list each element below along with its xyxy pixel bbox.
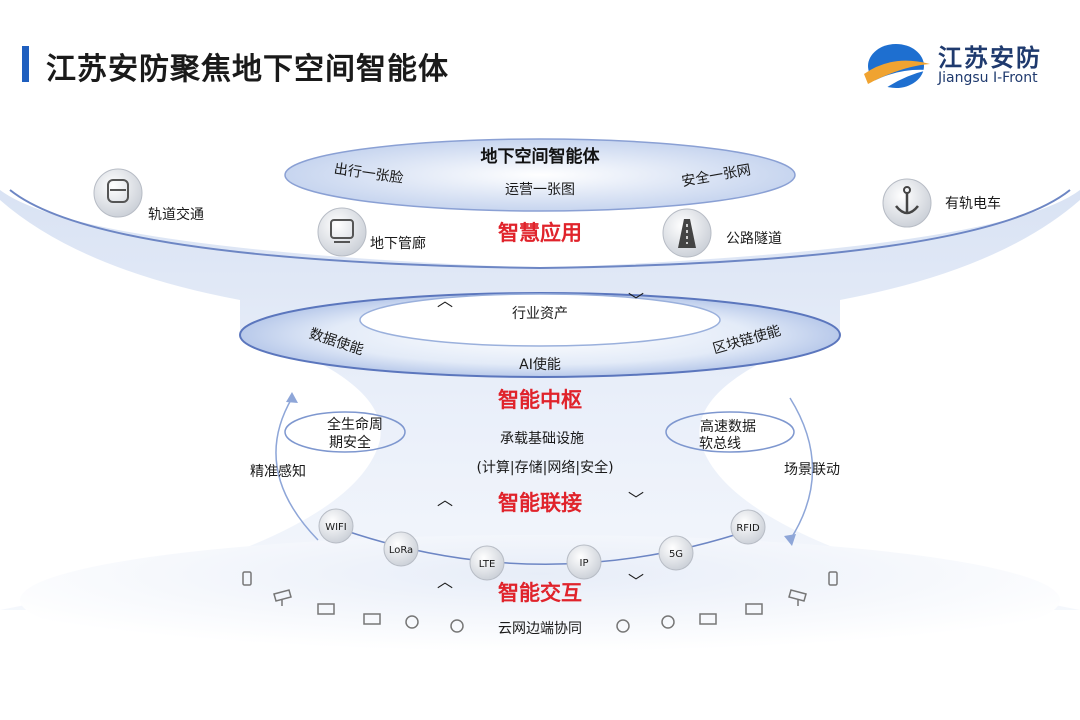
section-title-connect: 智能联接 bbox=[498, 491, 582, 515]
protocol-node-rfid[interactable]: RFID bbox=[730, 509, 766, 545]
bottom-caption: 云网边端协同 bbox=[498, 621, 582, 637]
section-title-interact: 智能交互 bbox=[498, 581, 582, 605]
left-outer-label: 精准感知 bbox=[250, 463, 306, 480]
middle-inner-disk bbox=[359, 293, 721, 347]
section-title-smart-app: 智慧应用 bbox=[498, 221, 582, 245]
device-row bbox=[242, 571, 838, 633]
monitor-icon bbox=[317, 603, 335, 615]
chevron-down-icon: ﹀ bbox=[628, 490, 644, 509]
left-ring bbox=[284, 411, 406, 453]
protocol-label: LoRa bbox=[389, 545, 413, 556]
protocol-label: IP bbox=[580, 558, 589, 569]
satellite-icon bbox=[405, 615, 419, 629]
sensor-icon bbox=[616, 619, 630, 633]
left-arc-arrow bbox=[286, 392, 298, 403]
satellite-icon bbox=[661, 615, 675, 629]
right-ring-line2: 软总线 bbox=[699, 436, 741, 452]
logo-text-en: Jiangsu I-Front bbox=[938, 70, 1038, 86]
middle-center-label: 行业资产 bbox=[512, 306, 568, 322]
right-outer-label: 场景联动 bbox=[784, 462, 840, 478]
protocol-node-wifi[interactable]: WIFI bbox=[318, 508, 354, 544]
logo-mark-icon bbox=[864, 44, 930, 92]
camera-icon bbox=[788, 589, 807, 606]
protocol-label: WIFI bbox=[325, 522, 347, 533]
chevron-up-icon: ︿ bbox=[437, 490, 453, 509]
protocol-node-ip[interactable]: IP bbox=[566, 544, 602, 580]
protocol-label: LTE bbox=[479, 559, 496, 570]
top-inner-disk bbox=[284, 138, 796, 212]
protocol-label: 5G bbox=[669, 549, 683, 560]
title-accent-bar bbox=[22, 46, 29, 82]
chevron-up-icon: ︿ bbox=[437, 572, 453, 591]
bottom-base bbox=[20, 535, 1060, 665]
app-label-tunnel: 公路隧道 bbox=[726, 231, 782, 247]
funnel-body bbox=[0, 190, 1080, 610]
phone-icon bbox=[828, 571, 838, 586]
left-ring-line2: 期安全 bbox=[329, 434, 371, 451]
tram-icon bbox=[317, 207, 367, 257]
sensor-icon bbox=[450, 619, 464, 633]
ring-label-center: 运营一张图 bbox=[505, 182, 575, 198]
right-arc bbox=[789, 397, 814, 541]
protocol-node-lte[interactable]: LTE bbox=[469, 545, 505, 581]
company-logo[interactable]: 江苏安防 Jiangsu I-Front bbox=[862, 36, 1062, 98]
infra-label-line2: (计算|存储|网络|安全) bbox=[476, 459, 613, 476]
app-label-pipe: 地下管廊 bbox=[370, 235, 426, 252]
right-ring-line1: 高速数据 bbox=[700, 418, 756, 435]
infra-label-line1: 承载基础设施 bbox=[500, 430, 584, 447]
protocol-node-5g[interactable]: 5G bbox=[658, 535, 694, 571]
right-ring bbox=[665, 411, 795, 453]
chevron-down-icon: ﹀ bbox=[628, 291, 644, 310]
router-icon bbox=[699, 613, 717, 625]
left-arc bbox=[275, 397, 319, 541]
router-icon bbox=[363, 613, 381, 625]
section-title-hub: 智能中枢 bbox=[498, 388, 582, 412]
app-label-tram: 有轨电车 bbox=[945, 195, 1001, 212]
app-item-metro[interactable]: 轨道交通 bbox=[93, 168, 204, 223]
chevron-up-icon: ︿ bbox=[437, 291, 453, 310]
top-layer-title: 地下空间智能体 bbox=[481, 146, 601, 167]
app-item-pipe[interactable]: 地下管廊 bbox=[317, 207, 426, 257]
phone-icon bbox=[242, 571, 252, 586]
top-layer-edge bbox=[9, 189, 1071, 270]
right-arc-arrow bbox=[784, 534, 796, 546]
camera-icon bbox=[273, 589, 292, 606]
logo-text-cn: 江苏安防 bbox=[938, 44, 1042, 72]
page-title: 江苏安防聚焦地下空间智能体 bbox=[46, 52, 449, 87]
app-item-tunnel[interactable]: 公路隧道 bbox=[662, 208, 782, 258]
metro-train-icon bbox=[93, 168, 143, 218]
app-item-tram[interactable]: 有轨电车 bbox=[882, 178, 1001, 228]
chevron-down-icon: ﹀ bbox=[628, 572, 644, 591]
left-ring-line1: 全生命周 bbox=[327, 416, 383, 433]
app-label-metro: 轨道交通 bbox=[148, 206, 204, 223]
middle-bottom-label: AI使能 bbox=[519, 356, 561, 373]
protocol-label: RFID bbox=[736, 523, 760, 534]
monitor-icon bbox=[745, 603, 763, 615]
protocol-node-lora[interactable]: LoRa bbox=[383, 531, 419, 567]
